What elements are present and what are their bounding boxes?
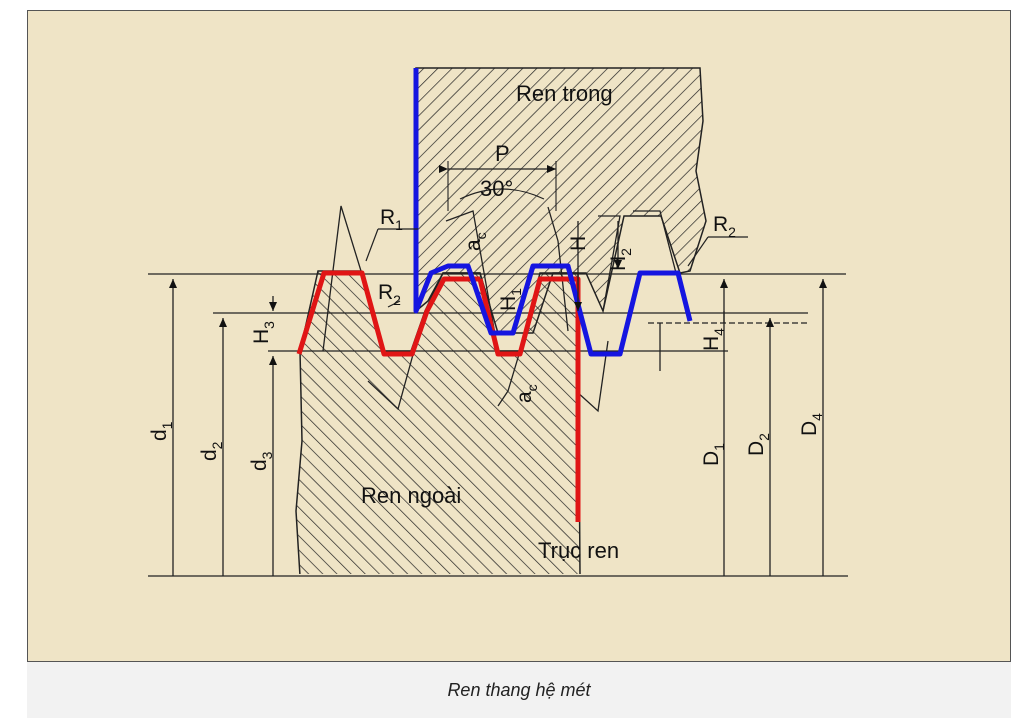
label-d2: d2 — [198, 441, 225, 461]
label-h2: H2 — [607, 248, 634, 271]
external-thread-profile — [296, 270, 480, 357]
label-truc-ren: Trục ren — [538, 538, 619, 563]
label-h: H — [567, 236, 590, 251]
label-r2-right: R2 — [713, 213, 736, 240]
label-h3: H3 — [250, 321, 277, 344]
label-r2-left: R2 — [378, 281, 401, 308]
caption-bar: Ren thang hệ mét — [27, 662, 1011, 718]
label-d3: d3 — [248, 451, 275, 471]
external-thread-profile-2 — [477, 276, 581, 522]
figure-caption: Ren thang hệ mét — [447, 679, 591, 700]
label-D2: D2 — [745, 433, 772, 456]
leader-lines — [365, 228, 748, 308]
left-dimensions — [169, 279, 277, 576]
internal-thread-profile — [413, 68, 693, 357]
label-ren-ngoai: Ren ngoài — [361, 483, 461, 508]
label-D1: D1 — [700, 443, 727, 466]
label-r1: R1 — [380, 206, 403, 233]
label-h4: H4 — [700, 328, 727, 351]
right-dimensions — [574, 221, 827, 576]
label-angle: 30° — [480, 176, 513, 201]
thread-diagram: Ren trong Ren ngoài Trục ren P 30° R1 R2… — [148, 67, 848, 578]
figure-panel: Ren trong Ren ngoài Trục ren P 30° R1 R2… — [27, 10, 1011, 662]
label-ac-bottom: ac — [513, 384, 540, 403]
external-thread-body — [295, 270, 581, 577]
label-h1: H1 — [497, 288, 524, 311]
pitch-dimension — [439, 161, 557, 211]
label-d1: d1 — [148, 421, 175, 441]
label-ren-trong: Ren trong — [516, 81, 613, 106]
label-D4: D4 — [798, 413, 825, 436]
label-ac-top: ac — [462, 232, 489, 251]
label-pitch: P — [495, 141, 510, 166]
